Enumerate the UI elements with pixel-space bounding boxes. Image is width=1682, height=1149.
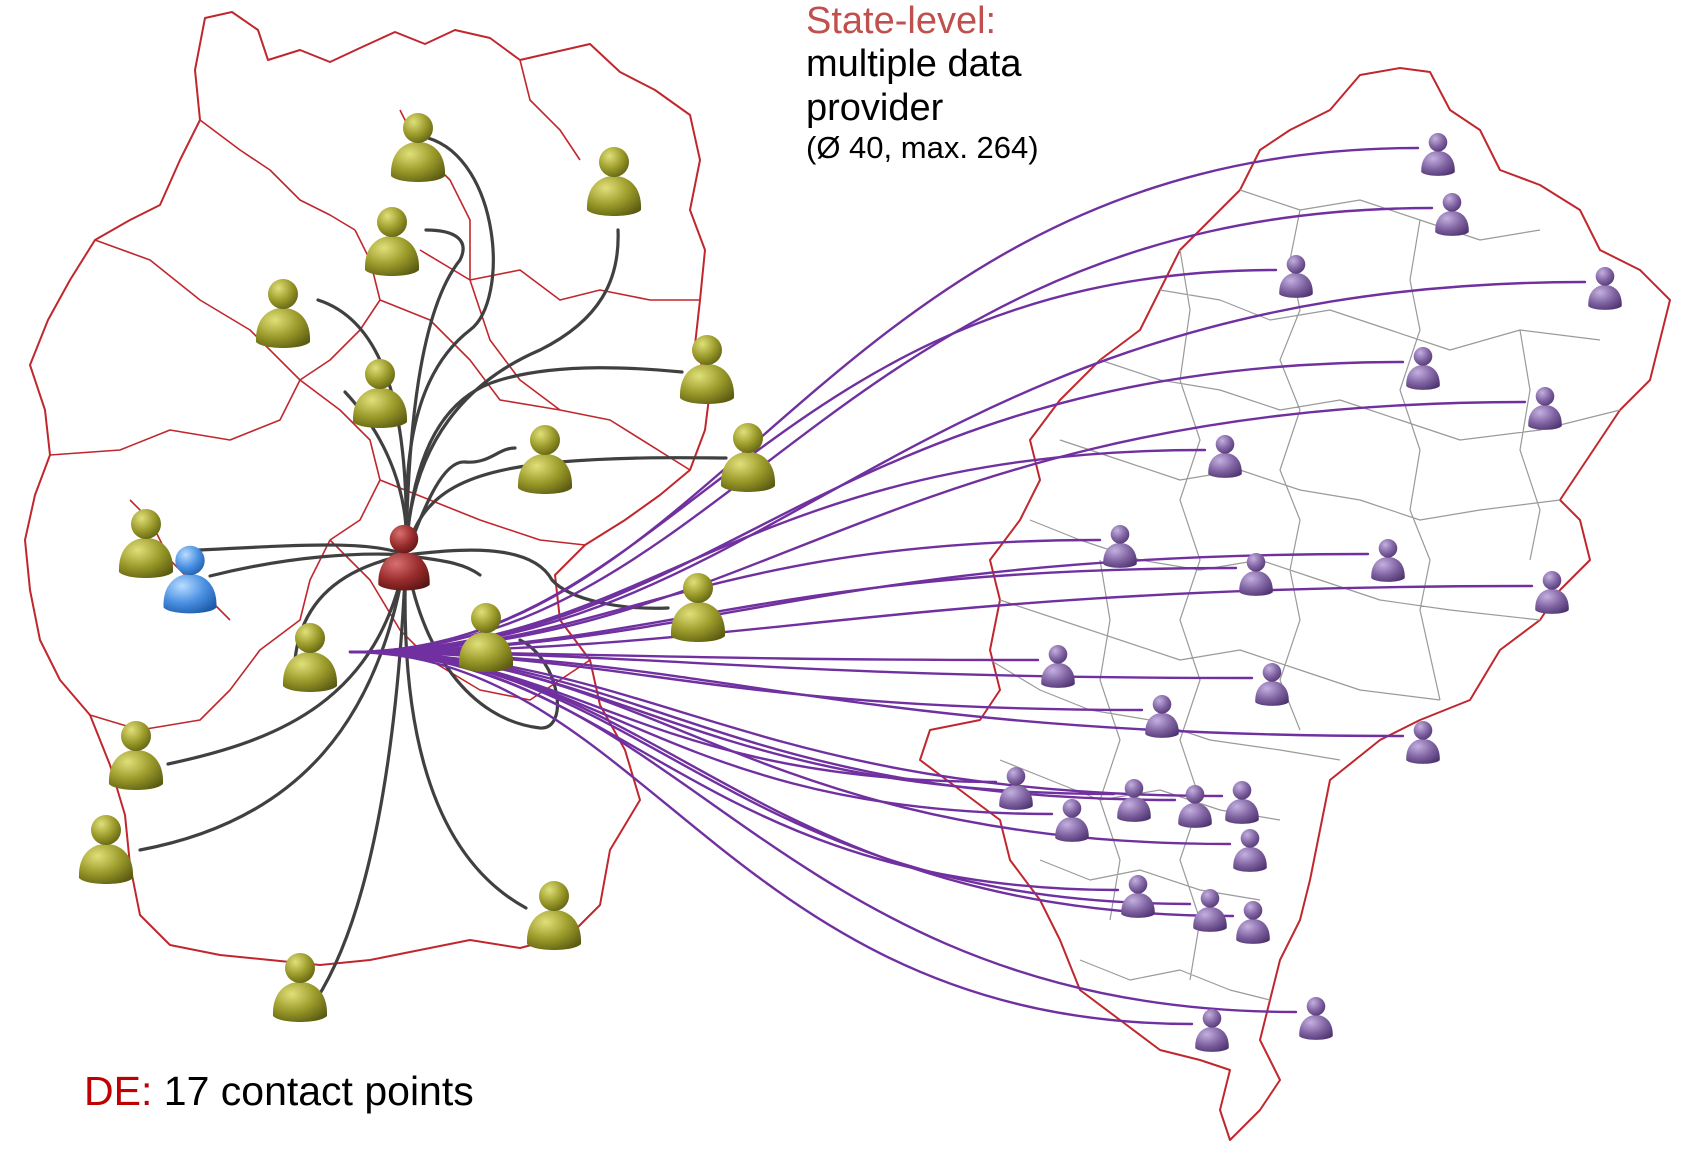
person-purple-icon [1178,785,1212,828]
link-line [196,543,408,557]
person-olive-icon [364,207,420,276]
district-borders [989,189,1621,1001]
person-purple-icon [1225,781,1259,824]
person-purple-icon [1145,695,1179,738]
person-olive-icon [272,953,328,1022]
link-line [348,650,1194,1026]
person-purple-icon [1279,255,1313,298]
person-olive-icon [586,147,642,216]
link-line [208,552,408,578]
person-olive-icon [282,623,338,692]
link-line [404,548,670,610]
link-line [166,553,408,766]
person-purple-icon [1406,721,1440,764]
link-line [348,538,1102,654]
person-purple-icon [1239,553,1273,596]
link-line [348,650,1232,846]
link-line [404,366,684,557]
link-line [348,360,1405,654]
person-purple-icon [1535,571,1569,614]
link-line [314,553,408,1002]
link-line [348,584,1534,654]
people-icons [78,113,1622,1052]
person-purple-icon [1421,133,1455,176]
person-purple-icon [1117,779,1151,822]
person-purple-icon [1371,539,1405,582]
person-olive-icon [390,113,446,182]
person-olive-icon [108,721,164,790]
link-line [404,446,517,557]
person-olive-icon [517,425,573,494]
person-olive-icon [679,335,735,404]
person-blue-icon [163,545,217,614]
germany-map [24,11,711,966]
state-level-line1: multiple data [806,43,1022,86]
person-purple-icon [1299,997,1333,1040]
person-purple-icon [1193,889,1227,932]
link-line [404,136,495,557]
person-olive-icon [352,359,408,428]
state-level-label: State-level: multiple data provider (Ø 4… [806,0,1039,165]
link-line [403,553,528,910]
person-olive-icon [720,423,776,492]
person-purple-icon [1121,875,1155,918]
national-links [138,136,728,1002]
person-purple-icon [1406,347,1440,390]
person-dark-red-icon [378,524,430,591]
link-line [348,206,1434,654]
person-purple-icon [1255,663,1289,706]
person-olive-icon [118,509,174,578]
person-purple-icon [1208,435,1242,478]
link-line [404,553,560,730]
person-purple-icon [1103,525,1137,568]
link-line [404,228,620,557]
person-olive-icon [78,815,134,884]
state-outline [919,67,1671,1141]
person-purple-icon [1233,829,1267,872]
link-line [138,553,408,852]
person-purple-icon [1055,799,1089,842]
person-purple-icon [1588,267,1622,310]
person-purple-icon [1435,193,1469,236]
link-line [348,280,1587,654]
state-level-stats: (Ø 40, max. 264) [806,129,1039,165]
person-olive-icon [670,573,726,642]
person-purple-icon [1528,387,1562,430]
person-olive-icon [255,279,311,348]
person-olive-icon [458,603,514,672]
person-purple-icon [1041,645,1075,688]
de-contact-count: 17 contact points [163,1068,474,1114]
link-line [404,228,465,557]
person-olive-icon [526,881,582,950]
person-purple-icon [999,767,1033,810]
link-line [348,650,1298,1014]
person-purple-icon [1236,901,1270,944]
link-line [348,400,1527,654]
state-level-heading: State-level: [806,0,997,42]
de-contact-label: DE: 17 contact points [84,1068,474,1115]
person-purple-icon [1195,1009,1229,1052]
link-line [348,268,1278,654]
state-links [348,146,1587,1026]
de-prefix: DE: [84,1068,153,1114]
state-level-line2: provider [806,86,944,129]
